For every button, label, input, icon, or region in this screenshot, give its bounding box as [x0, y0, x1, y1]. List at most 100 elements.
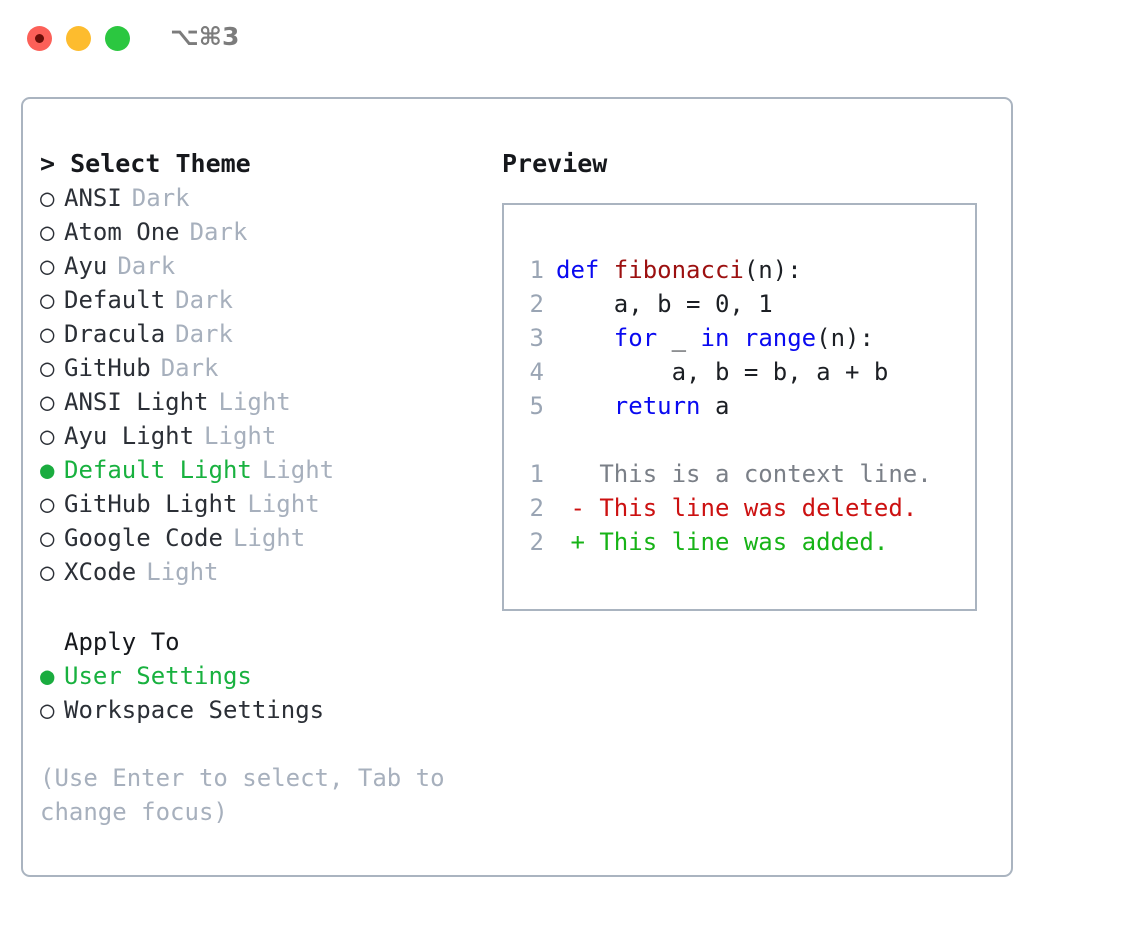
token-plain: (n):	[816, 324, 874, 352]
line-number: 1	[529, 460, 544, 488]
theme-option-ayu-light[interactable]: ○ Ayu Light Light	[40, 419, 480, 453]
line-number: 2	[529, 494, 544, 522]
theme-option-kind: Dark	[131, 184, 190, 212]
token-ctx: This is a context line.	[556, 460, 932, 488]
theme-option-kind: Light	[232, 524, 306, 552]
theme-option-label: GitHub Light	[64, 490, 238, 518]
token-plain	[729, 324, 743, 352]
theme-option-label: Ayu Light	[64, 422, 195, 450]
theme-option-xcode[interactable]: ○ XCode Light	[40, 555, 480, 589]
close-button[interactable]	[27, 26, 52, 51]
apply-to-option-label: Workspace Settings	[64, 696, 325, 724]
radio-unselected-icon: ○	[40, 320, 55, 348]
keyboard-shortcut-label: ⌥⌘3	[170, 22, 240, 51]
radio-unselected-icon: ○	[40, 422, 55, 450]
theme-option-kind: Light	[204, 422, 277, 450]
preview-header: Preview	[502, 149, 608, 178]
theme-option-kind: Light	[146, 558, 219, 586]
radio-selected-icon: ●	[40, 662, 55, 690]
token-plain	[556, 392, 614, 420]
radio-unselected-icon: ○	[40, 354, 55, 382]
keyboard-hint-text: (Use Enter to select, Tab to change focu…	[40, 764, 445, 826]
title-bar: ⌥⌘3	[0, 0, 1140, 78]
line-number: 2	[529, 528, 544, 556]
theme-option-github-light[interactable]: ○ GitHub Light Light	[40, 487, 480, 521]
token-kw: for	[613, 324, 658, 352]
radio-unselected-icon: ○	[40, 286, 55, 314]
code-text: a, b = b, a + b	[556, 355, 889, 389]
radio-unselected-icon: ○	[40, 218, 55, 246]
minimize-button[interactable]	[66, 26, 91, 51]
code-text: return a	[556, 389, 730, 423]
theme-option-dracula[interactable]: ○ Dracula Dark	[40, 317, 480, 351]
code-text: - This line was deleted.	[556, 491, 917, 525]
theme-option-kind: Light	[261, 456, 335, 484]
theme-option-label: XCode	[64, 558, 137, 586]
theme-option-label: Default	[64, 286, 166, 314]
code-text: + This line was added.	[556, 525, 888, 559]
token-plain: a	[700, 392, 730, 420]
token-plain: _	[657, 324, 701, 352]
theme-option-kind: Dark	[175, 286, 233, 314]
radio-unselected-icon: ○	[40, 252, 55, 280]
token-plain: (n):	[743, 256, 802, 284]
token-plain: a, b = b, a + b	[556, 358, 889, 386]
theme-option-label: Dracula	[64, 320, 166, 348]
radio-unselected-icon: ○	[40, 490, 55, 518]
code-text: for _ in range(n):	[556, 321, 874, 355]
token-plain	[556, 324, 614, 352]
token-plain: a, b = 0, 1	[556, 290, 773, 318]
preview-box: 1 def fibonacci(n): 2 a, b = 0, 1 3 for _ i…	[502, 203, 977, 611]
code-line: 5 return a	[518, 389, 932, 423]
theme-option-default[interactable]: ○ Default Dark	[40, 283, 480, 317]
code-line: 4 a, b = b, a + b	[518, 355, 932, 389]
theme-option-ansi-light[interactable]: ○ ANSI Light Light	[40, 385, 480, 419]
theme-option-atom-one[interactable]: ○ Atom One Dark	[40, 215, 480, 249]
theme-option-label: Atom One	[64, 218, 180, 246]
radio-unselected-icon: ○	[40, 184, 55, 212]
code-line: 3 for _ in range(n):	[518, 321, 932, 355]
theme-option-kind: Light	[218, 388, 291, 416]
theme-option-label: Default Light	[64, 456, 252, 484]
token-kw: in	[700, 324, 730, 352]
token-kw: range	[743, 324, 817, 352]
apply-to-header: Apply To	[64, 628, 180, 656]
line-number: 4	[529, 358, 544, 386]
line-number: 2	[529, 290, 544, 318]
radio-unselected-icon: ○	[40, 524, 55, 552]
code-text: def fibonacci(n):	[556, 253, 802, 287]
theme-option-label: ANSI	[64, 184, 122, 212]
traffic-lights	[27, 26, 130, 51]
apply-to-option-workspace-settings[interactable]: ○Workspace Settings	[40, 693, 480, 727]
apply-to-option-user-settings[interactable]: ●User Settings	[40, 659, 480, 693]
token-add: + This line was added.	[556, 528, 889, 556]
theme-option-ansi[interactable]: ○ ANSI Dark	[40, 181, 480, 215]
zoom-button[interactable]	[105, 26, 130, 51]
line-number: 5	[529, 392, 544, 420]
code-text: This is a context line.	[556, 457, 932, 491]
diff-line: 1 This is a context line.	[518, 457, 932, 491]
radio-unselected-icon: ○	[40, 388, 55, 416]
diff-line: 2 + This line was added.	[518, 525, 932, 559]
theme-option-kind: Dark	[117, 252, 176, 280]
theme-option-kind: Dark	[189, 218, 248, 246]
code-spacer	[518, 423, 932, 457]
theme-option-kind: Light	[247, 490, 320, 518]
theme-option-default-light[interactable]: ● Default Light Light	[40, 453, 480, 487]
theme-option-label: ANSI Light	[64, 388, 209, 416]
token-del: - This line was deleted.	[556, 494, 918, 522]
radio-selected-icon: ●	[40, 456, 55, 484]
theme-option-kind: Dark	[175, 320, 233, 348]
line-number: 1	[529, 256, 544, 284]
code-text: a, b = 0, 1	[556, 287, 773, 321]
radio-unselected-icon: ○	[40, 558, 55, 586]
line-number: 3	[529, 324, 544, 352]
theme-option-kind: Dark	[160, 354, 219, 382]
